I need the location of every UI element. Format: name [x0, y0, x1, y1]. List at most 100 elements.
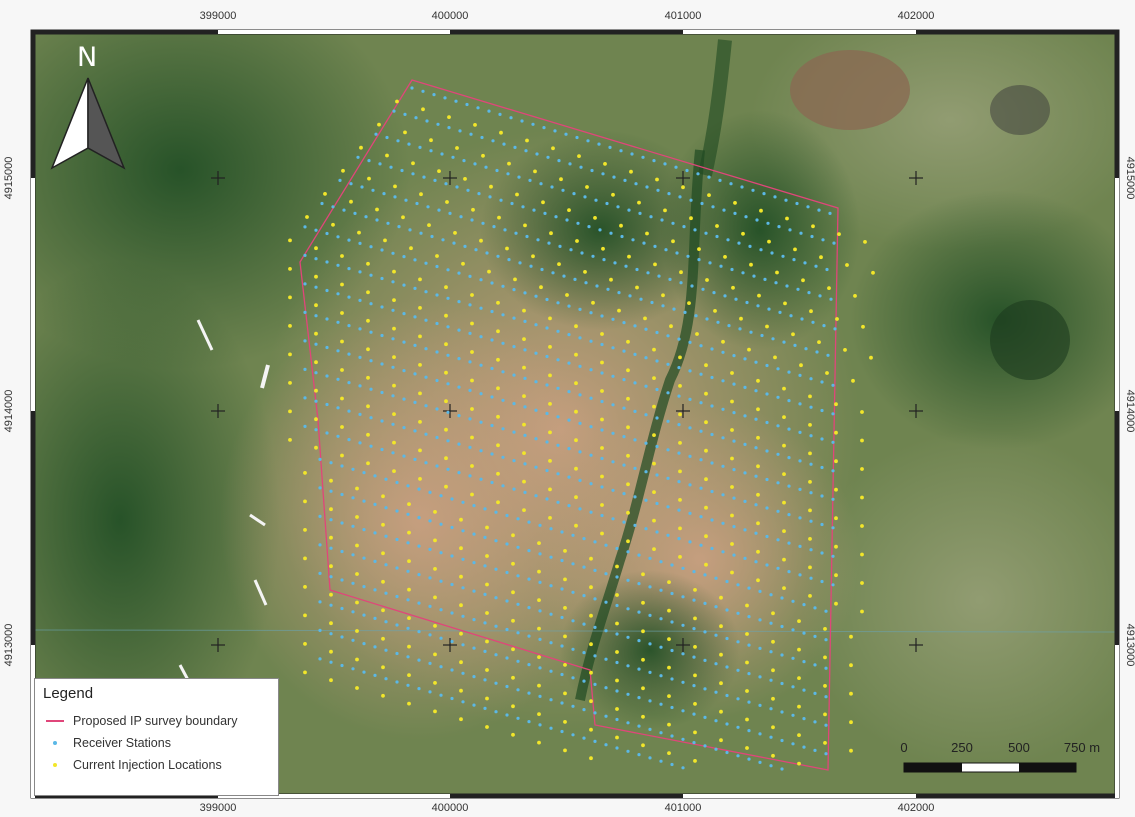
- receiver-station: [351, 581, 355, 585]
- receiver-station: [688, 426, 692, 430]
- receiver-station: [765, 449, 769, 453]
- injection-location: [563, 748, 567, 753]
- receiver-station: [523, 348, 527, 352]
- receiver-station: [439, 665, 443, 669]
- injection-location: [557, 262, 561, 266]
- receiver-station: [446, 296, 450, 300]
- receiver-station: [351, 496, 355, 500]
- receiver-station: [765, 420, 769, 425]
- receiver-station: [527, 663, 531, 667]
- injection-location: [418, 448, 422, 453]
- receiver-station: [648, 727, 652, 732]
- grid-cross: [676, 171, 690, 185]
- receiver-station: [534, 323, 538, 327]
- receiver-station: [490, 281, 494, 285]
- receiver-station: [447, 126, 451, 130]
- receiver-station: [329, 603, 333, 607]
- receiver-station: [699, 543, 703, 547]
- receiver-station: [490, 366, 494, 371]
- receiver-station: [336, 292, 340, 296]
- injection-location: [860, 524, 864, 528]
- receiver-station: [369, 387, 373, 391]
- receiver-station: [602, 258, 606, 262]
- receiver-station: [435, 293, 439, 297]
- injection-location: [433, 510, 437, 514]
- receiver-station: [655, 416, 659, 420]
- receiver-station: [681, 766, 685, 770]
- receiver-station: [747, 643, 751, 647]
- receiver-station: [428, 490, 432, 494]
- receiver-station: [428, 576, 432, 580]
- injection-location: [470, 407, 474, 411]
- injection-location: [667, 751, 671, 755]
- receiver-station: [626, 749, 630, 753]
- receiver-station: [765, 392, 769, 396]
- receiver-station: [584, 281, 588, 285]
- injection-location: [679, 270, 683, 275]
- injection-location: [329, 678, 333, 683]
- injection-location: [340, 453, 344, 458]
- receiver-station: [734, 297, 738, 301]
- injection-location: [303, 613, 307, 618]
- injection-location: [797, 761, 801, 766]
- receiver-station: [525, 234, 529, 239]
- injection-location: [407, 587, 411, 592]
- receiver-station: [429, 149, 433, 153]
- injection-location: [783, 301, 787, 306]
- receiver-station: [516, 659, 520, 663]
- injection-location: [756, 378, 760, 383]
- receiver-station: [810, 234, 814, 239]
- receiver-station: [527, 634, 531, 638]
- receiver-station: [318, 657, 322, 661]
- injection-location: [511, 704, 515, 709]
- injection-location: [641, 657, 645, 662]
- injection-location: [837, 232, 841, 237]
- injection-location: [314, 246, 318, 251]
- receiver-station: [325, 402, 329, 407]
- injection-location: [756, 549, 760, 554]
- injection-location: [433, 709, 437, 714]
- injection-location: [652, 404, 656, 409]
- receiver-station: [765, 534, 769, 539]
- receiver-station: [831, 412, 835, 416]
- injection-location: [329, 478, 333, 483]
- receiver-station: [340, 521, 344, 525]
- receiver-station: [450, 611, 454, 615]
- receiver-station: [505, 570, 509, 575]
- receiver-station: [626, 607, 630, 611]
- injection-location: [811, 224, 815, 229]
- injection-location: [419, 192, 423, 197]
- receiver-station: [516, 545, 520, 549]
- injection-location: [385, 153, 389, 158]
- receiver-station: [393, 195, 397, 199]
- receiver-station: [402, 340, 406, 344]
- receiver-station: [633, 438, 637, 442]
- receiver-station: [688, 511, 692, 515]
- receiver-station: [745, 300, 749, 305]
- receiver-station: [649, 215, 653, 219]
- injection-location: [407, 502, 411, 506]
- receiver-station: [443, 96, 447, 100]
- receiver-station: [545, 497, 549, 501]
- receiver-station: [426, 205, 430, 209]
- injection-location: [641, 572, 645, 577]
- receiver-station: [780, 681, 784, 686]
- injection-location: [548, 487, 552, 492]
- receiver-station: [809, 405, 813, 409]
- receiver-station: [809, 548, 813, 552]
- receiver-station: [362, 556, 366, 560]
- receiver-station: [622, 321, 626, 325]
- receiver-station: [468, 417, 472, 421]
- receiver-station: [626, 550, 630, 554]
- receiver-station: [578, 450, 582, 454]
- receiver-station: [655, 330, 659, 335]
- receiver-station: [358, 384, 362, 388]
- receiver-station: [725, 608, 729, 612]
- receiver-station: [820, 579, 824, 584]
- receiver-station: [582, 736, 586, 740]
- receiver-station: [813, 606, 817, 610]
- injection-location: [782, 443, 786, 448]
- injection-location: [533, 169, 537, 174]
- receiver-station: [623, 178, 627, 182]
- injection-location: [823, 655, 827, 660]
